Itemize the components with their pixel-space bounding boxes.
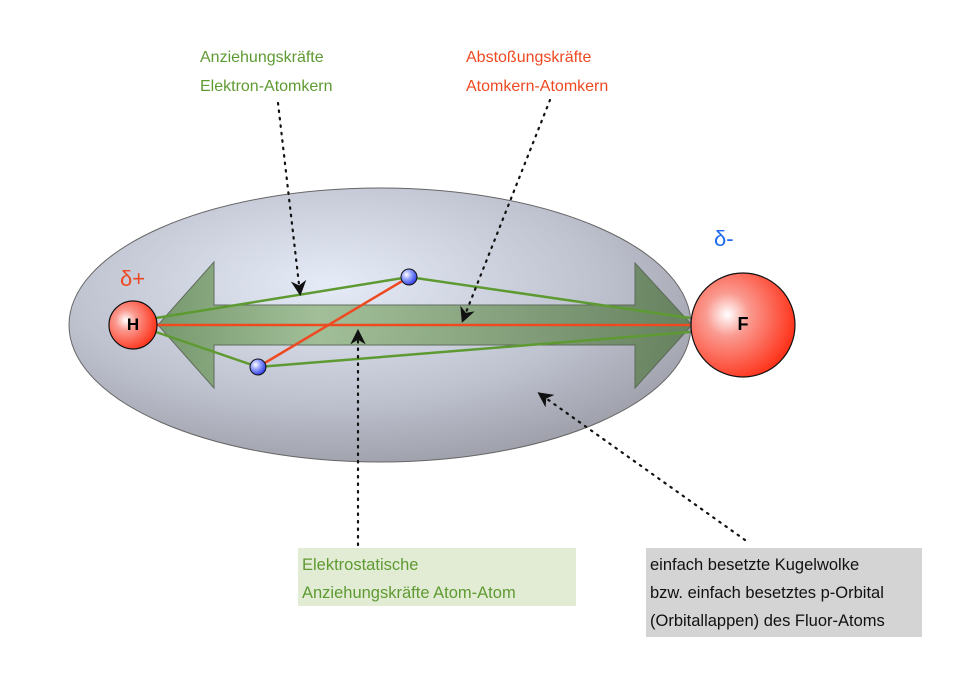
label-line: (Orbitallappen) des Fluor-Atoms [650,612,885,630]
label-line: Anziehungskräfte Atom-Atom [302,584,516,602]
label-line: Abstoßungskräfte [466,49,592,66]
partial-positive-charge: δ+ [120,266,146,291]
repulsion-lines [156,275,690,369]
electron [400,268,418,286]
electrostatic-attraction-box: Elektrostatische Anziehungskräfte Atom-A… [298,548,576,606]
partial-negative-charge: δ- [714,226,734,251]
hydrogen-atom [108,300,158,350]
label-line: Atomkern-Atomkern [466,78,609,95]
label-line: bzw. einfach besetztes p-Orbital [650,584,884,602]
orbital-description-box: einfach besetzte Kugelwolke bzw. einfach… [646,548,922,637]
fluorine-atom [690,272,796,378]
label-attraction-electron-nucleus: Anziehungskräfte Elektron-Atomkern [200,43,333,101]
label-line: Elektrostatische [302,556,419,574]
label-repulsion-nucleus-nucleus: Abstoßungskräfte Atomkern-Atomkern [466,43,608,101]
fluorine-symbol: F [737,314,749,334]
label-line: Anziehungskräfte [200,49,324,66]
electron [249,358,267,376]
label-line: einfach besetzte Kugelwolke [650,556,860,574]
label-line: Elektron-Atomkern [200,78,333,95]
hydrogen-symbol: H [126,315,140,334]
pointer-arrows [276,98,747,547]
